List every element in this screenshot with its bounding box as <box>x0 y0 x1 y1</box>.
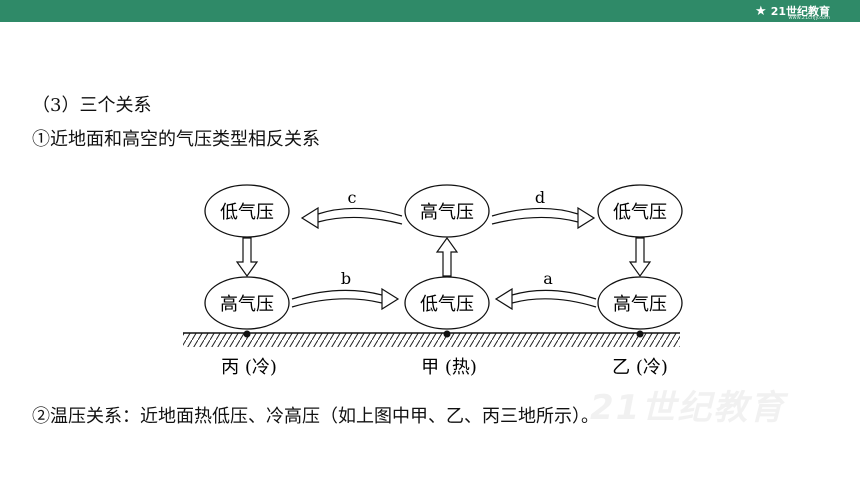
arrow-d-label: d <box>535 188 545 207</box>
ellipse-bot-left: 高气压 <box>204 276 290 330</box>
label-top-left: 低气压 <box>220 202 274 223</box>
place-label-mid: 甲 (热) <box>421 357 477 378</box>
brand-name: 21世纪教育 <box>770 5 830 18</box>
ellipse-bot-right: 高气压 <box>597 276 683 330</box>
brand-url: www.21cnjy.com <box>788 15 830 21</box>
arrow-a-label: a <box>543 269 553 288</box>
ground-point-left <box>243 330 251 338</box>
arrow-c <box>300 206 403 230</box>
label-top-right: 低气压 <box>613 202 667 223</box>
section-heading: （3）三个关系 <box>32 95 152 116</box>
runner-icon: ★ <box>755 3 767 19</box>
label-bot-right: 高气压 <box>613 294 667 315</box>
arrow-left-down <box>235 237 259 278</box>
label-bot-left: 高气压 <box>220 294 274 315</box>
relation-2-text: ②温压关系：近地面热低压、冷高压（如上图中甲、乙、丙三地所示）。 <box>32 406 599 427</box>
arrow-b <box>291 287 400 311</box>
watermark: 21世纪教育 <box>590 388 786 428</box>
place-label-right: 乙 (冷) <box>612 357 668 378</box>
ground-point-right <box>636 330 644 338</box>
arrow-c-label: c <box>348 188 357 207</box>
arrow-mid-up <box>435 236 459 277</box>
header-bar: ★ 21世纪教育 www.21cnjy.com <box>0 0 860 22</box>
label-bot-mid: 低气压 <box>420 294 474 315</box>
ground-point-mid <box>443 330 451 338</box>
arrow-d <box>491 206 596 230</box>
place-label-left: 丙 (冷) <box>221 357 277 378</box>
arrow-b-label: b <box>341 269 351 288</box>
brand-logo: ★ 21世纪教育 www.21cnjy.com <box>755 2 830 22</box>
relation-1-text: ①近地面和高空的气压类型相反关系 <box>32 129 320 150</box>
ellipse-top-mid: 高气压 <box>404 184 490 238</box>
arrow-right-down <box>628 237 652 278</box>
label-top-mid: 高气压 <box>420 202 474 223</box>
ground-hatch <box>183 333 680 347</box>
ellipse-bot-mid: 低气压 <box>404 276 490 330</box>
arrow-a <box>494 287 597 311</box>
ellipse-top-right: 低气压 <box>597 184 683 238</box>
ellipse-top-left: 低气压 <box>204 184 290 238</box>
